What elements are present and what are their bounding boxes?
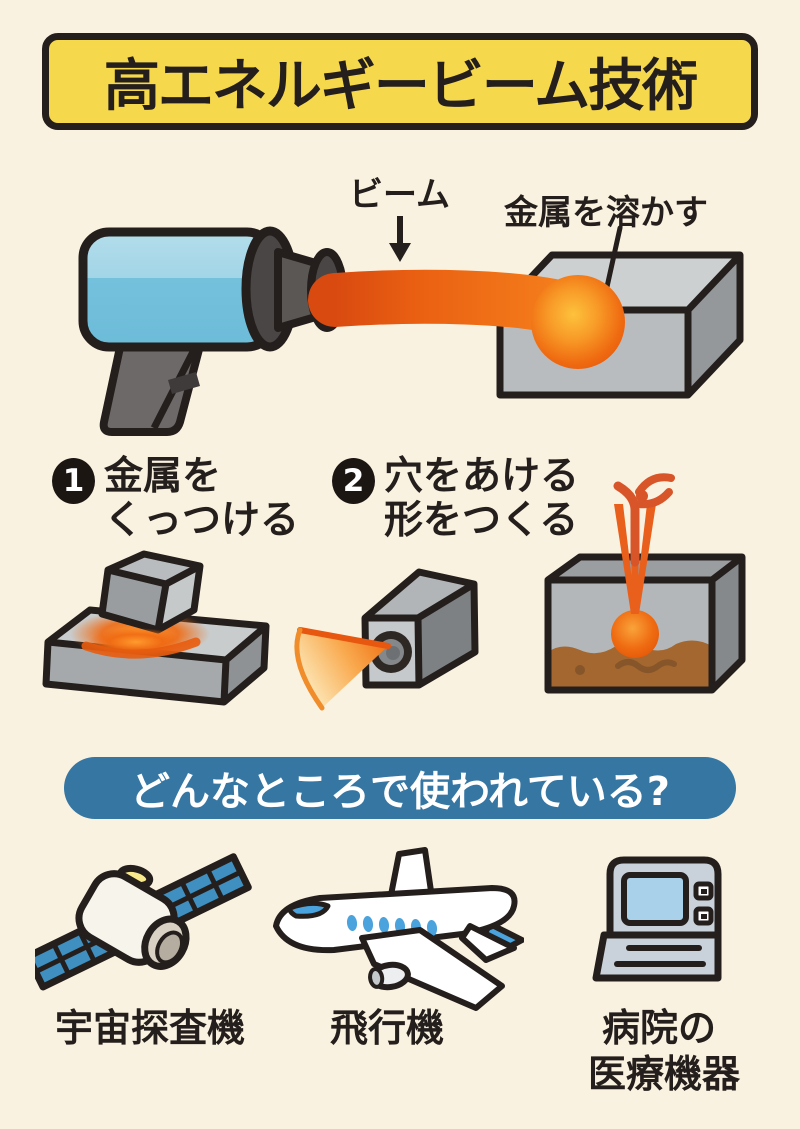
use-label-line: 飛行機 (330, 1006, 445, 1050)
use-label-line: 医療機器 (588, 1051, 741, 1096)
beam-gun-illustration (78, 216, 744, 436)
drilled-block-icon (294, 568, 479, 711)
step-1-number: 1 (62, 463, 85, 499)
molten-ball (611, 610, 659, 658)
powder-box-icon (544, 473, 746, 694)
airplane-icon (273, 847, 524, 1011)
sprout-icon (613, 473, 675, 567)
beam-icon (308, 269, 625, 369)
step-2-line1: 穴をあける (384, 454, 580, 499)
beam-cone-icon (294, 627, 391, 711)
beam-label: ビーム (349, 175, 450, 215)
use-label-line: 病院の (602, 1006, 717, 1050)
usage-banner-text: どんなところで使われている? (129, 769, 670, 815)
step-1-line1: 金属を (104, 454, 222, 499)
usage-banner: どんなところで使われている? (64, 757, 736, 819)
use-label-line: 宇宙探査機 (55, 1006, 246, 1050)
step-2-badge: 2 (332, 458, 375, 504)
satellite-icon (35, 853, 252, 991)
step-2-caption: 2 穴をあける 形をつくる (332, 455, 579, 542)
down-arrow-icon (389, 216, 411, 262)
page-title: 高エネルギービーム技術 (103, 54, 698, 119)
use-label-airplane: 飛行機 (330, 1006, 444, 1052)
step-1-badge: 1 (52, 458, 95, 504)
screen (621, 872, 689, 926)
use-label-medical: 病院の 医療機器 (588, 1006, 740, 1097)
engine (368, 961, 411, 991)
step-2-number: 2 (342, 463, 365, 499)
weld-blocks-icon (42, 550, 270, 706)
gun-handle (99, 334, 206, 436)
step-1-caption: 1 金属を くっつける (52, 455, 299, 542)
melt-metal-label: 金属を溶かす (504, 193, 708, 233)
step-2-line2: 形をつくる (384, 497, 579, 543)
step-1-line2: くっつける (104, 497, 300, 543)
title-banner: 高エネルギービーム技術 (42, 33, 758, 130)
medical-computer-icon (592, 856, 722, 982)
use-label-space-probe: 宇宙探査機 (55, 1006, 245, 1052)
beam-gun-icon (78, 226, 347, 436)
